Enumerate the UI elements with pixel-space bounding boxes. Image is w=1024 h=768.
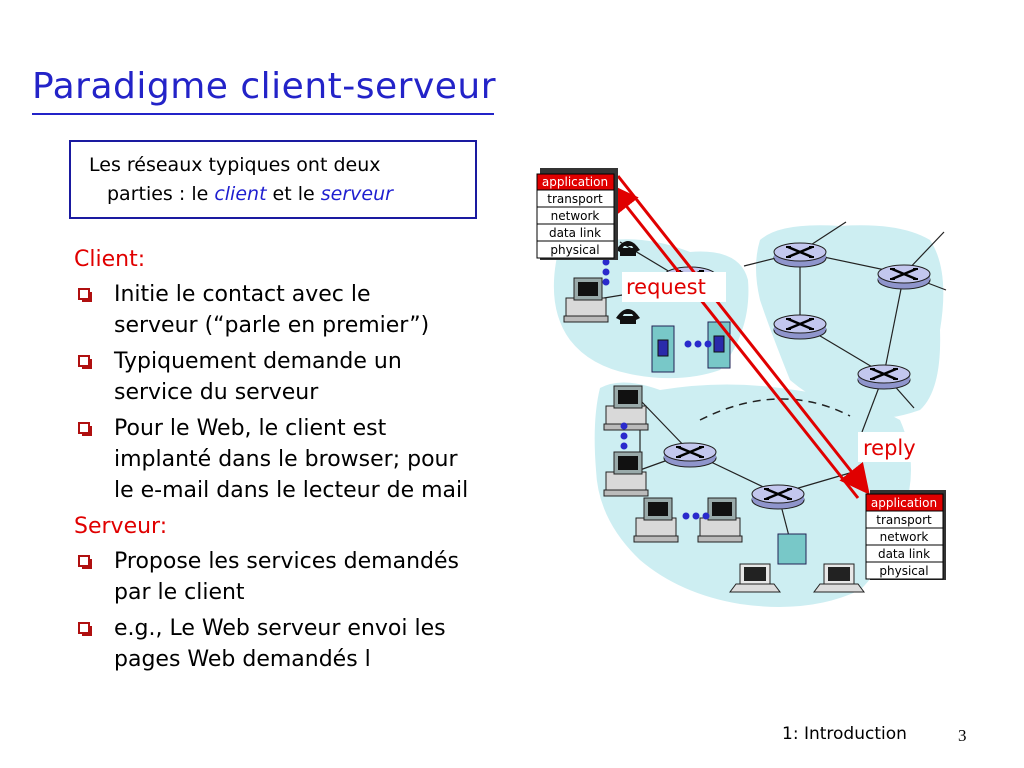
router-icon xyxy=(772,241,828,269)
client-protocol-stack: application transport network data link … xyxy=(536,168,618,260)
bullet-list: Client: Initie le contact avec le serveu… xyxy=(74,244,544,680)
footer-chapter: 1: Introduction xyxy=(782,724,907,744)
client-bullet: Pour le Web, le client est implanté dans… xyxy=(74,413,544,506)
bullet-line: implanté dans le browser; pour xyxy=(114,447,458,472)
intro-line-2: parties : le client et le serveur xyxy=(89,180,475,209)
bullet-line: par le client xyxy=(114,580,245,605)
router-icon xyxy=(772,313,828,341)
stack-layer-label: transport xyxy=(876,513,932,527)
stack-layer-label: application xyxy=(871,496,937,510)
server-bullet: Propose les services demandés par le cli… xyxy=(74,546,544,608)
server-bullet: e.g., Le Web serveur envoi les pages Web… xyxy=(74,613,544,675)
bullet-line: pages Web demandés l xyxy=(114,647,371,672)
client-word: client xyxy=(214,183,267,205)
router-icon xyxy=(856,363,912,391)
ellipsis-dots xyxy=(602,258,712,520)
stack-layer-label: data link xyxy=(549,226,601,240)
bullet-line: Propose les services demandés xyxy=(114,549,459,574)
stack-layer-label: transport xyxy=(547,192,603,206)
intro-line-1: Les réseaux typiques ont deux xyxy=(89,154,381,176)
server-heading: Serveur: xyxy=(74,514,168,539)
intro-text-a: parties : le xyxy=(107,183,215,205)
stack-layer-label: data link xyxy=(878,547,930,561)
bullet-line: service du serveur xyxy=(114,380,319,405)
router-icon xyxy=(876,263,932,291)
slide-title: Paradigme client-serveur xyxy=(32,66,497,107)
box-bullet-icon xyxy=(78,555,92,569)
stack-layer-label: network xyxy=(880,530,929,544)
box-bullet-icon xyxy=(78,288,92,302)
wireless-base-station-icon xyxy=(777,533,807,565)
client-bullet: Initie le contact avec le serveur (“parl… xyxy=(74,279,544,341)
request-label: request xyxy=(626,275,706,299)
router-icon xyxy=(662,441,718,469)
box-bullet-icon xyxy=(78,355,92,369)
server-word: serveur xyxy=(320,183,393,205)
router-icon xyxy=(750,483,806,511)
client-heading: Client: xyxy=(74,247,146,272)
bullet-line: le e-mail dans le lecteur de mail xyxy=(114,478,469,503)
wireless-link-dashed xyxy=(699,398,851,421)
reply-label: reply xyxy=(863,436,916,460)
box-bullet-icon xyxy=(78,622,92,636)
stack-layer-label: physical xyxy=(550,243,599,257)
request-arrow xyxy=(616,175,870,495)
stack-layer-label: application xyxy=(542,175,608,189)
intro-text-b: et le xyxy=(266,183,321,205)
stack-layer-label: physical xyxy=(879,564,928,578)
server-icon xyxy=(651,325,675,373)
title-underline xyxy=(32,113,494,115)
reply-label-bg xyxy=(858,432,934,462)
client-bullet: Typiquement demande un service du serveu… xyxy=(74,346,544,408)
reply-arrow xyxy=(608,183,860,499)
bullet-line: e.g., Le Web serveur envoi les xyxy=(114,616,446,641)
box-bullet-icon xyxy=(78,422,92,436)
request-label-bg xyxy=(622,272,726,302)
bullet-line: Pour le Web, le client est xyxy=(114,416,387,441)
intro-box: Les réseaux typiques ont deux parties : … xyxy=(69,140,477,219)
bullet-line: serveur (“parle en premier”) xyxy=(114,313,430,338)
server-protocol-stack: application transport network data link … xyxy=(865,490,946,580)
stack-layer-label: network xyxy=(551,209,600,223)
page-number: 3 xyxy=(958,726,967,745)
bullet-line: Initie le contact avec le xyxy=(114,282,371,307)
bullet-line: Typiquement demande un xyxy=(114,349,402,374)
